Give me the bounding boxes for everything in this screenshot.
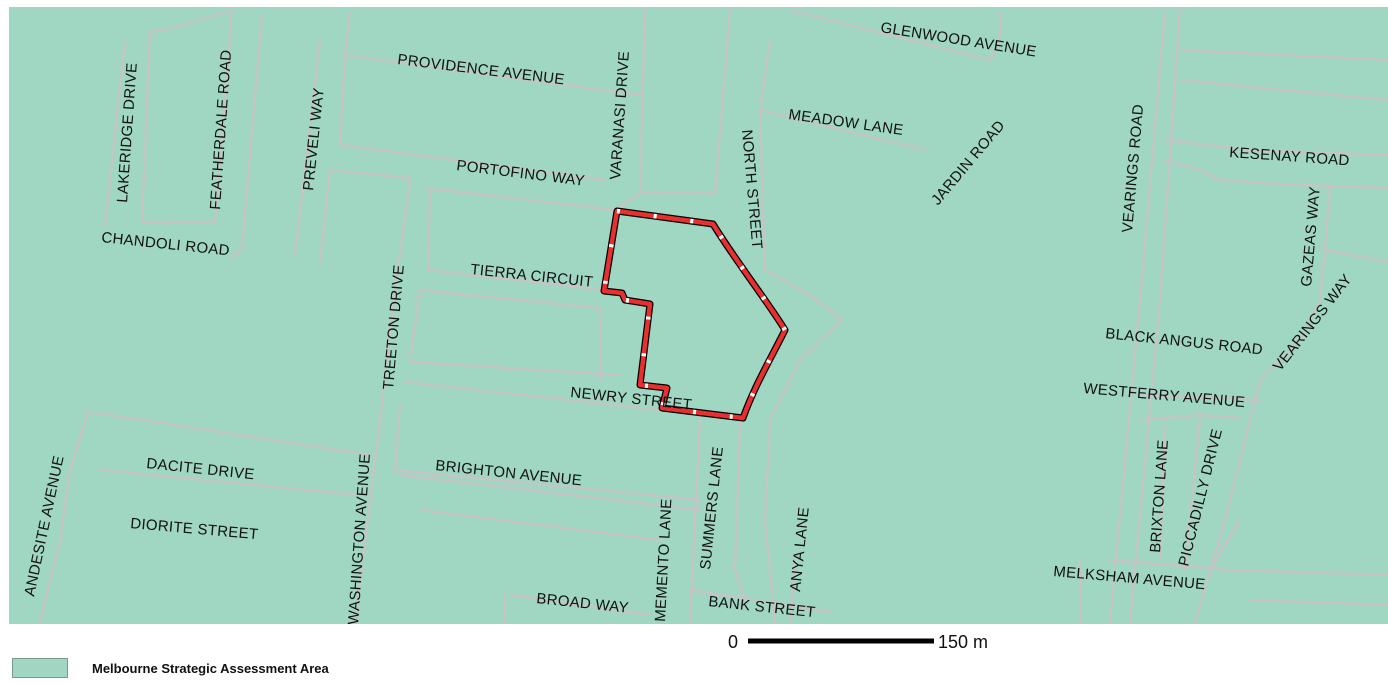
road-bank <box>688 558 832 624</box>
map-canvas[interactable]: GLENWOOD AVENUE PROVIDENCE AVENUE VARANA… <box>9 7 1388 624</box>
legend-label: Melbourne Strategic Assessment Area <box>92 660 329 676</box>
road-melksham <box>1078 558 1388 624</box>
road-lakeridge <box>103 38 127 228</box>
road-providence <box>338 10 642 182</box>
road-varanasi <box>638 8 732 195</box>
road-north <box>758 108 844 624</box>
road-newry <box>393 380 702 624</box>
road-dacite <box>38 410 372 624</box>
road-brighton <box>398 473 702 624</box>
scale-bar: 0 150 m <box>728 632 988 652</box>
legend: Melbourne Strategic Assessment Area <box>12 656 329 680</box>
scale-start-label: 0 <box>728 632 738 652</box>
road-gazeas <box>1193 183 1388 624</box>
scale-end-label: 150 m <box>938 632 988 652</box>
road-kesenay <box>1163 48 1388 190</box>
road-tierra <box>408 188 622 382</box>
map-panel[interactable]: GLENWOOD AVENUE PROVIDENCE AVENUE VARANA… <box>9 7 1388 624</box>
legend-swatch-assessment-area <box>12 658 68 678</box>
road-portofino <box>328 168 717 212</box>
road-vearings <box>1108 8 1182 624</box>
road-preveli <box>230 13 322 260</box>
road-treeton <box>318 168 412 624</box>
road-westferry <box>1138 393 1262 422</box>
road-north-loop <box>733 418 747 602</box>
road-featherdale-block <box>140 8 234 224</box>
site-boundary-fill <box>601 208 788 421</box>
label-memento-lane: MEMENTO LANE <box>652 498 675 622</box>
road-network <box>38 8 1388 624</box>
road-brixton <box>1158 416 1242 572</box>
